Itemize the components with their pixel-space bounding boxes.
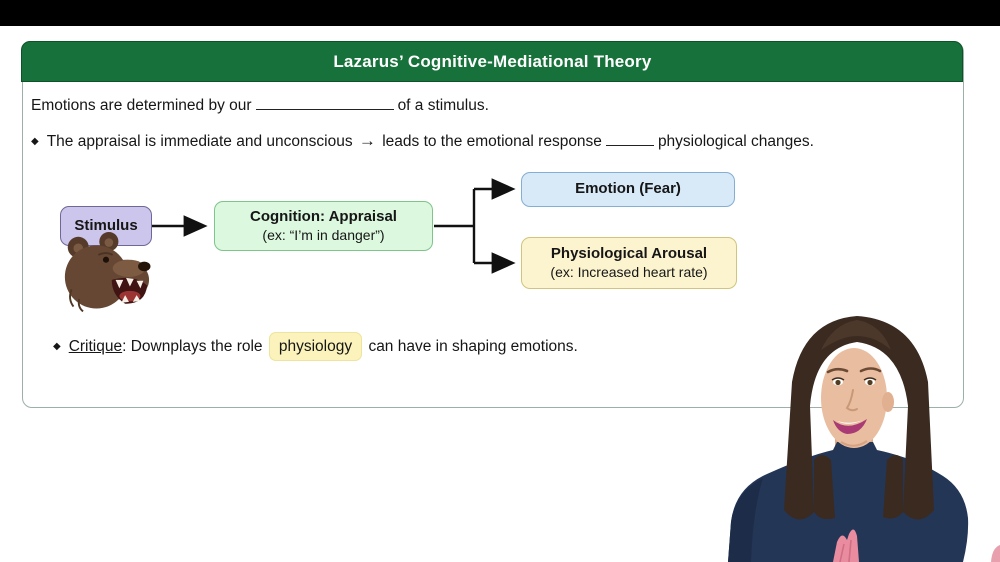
slide-header: Lazarus’ Cognitive-Mediational Theory (21, 41, 964, 83)
bullet-post: physiological changes. (657, 133, 814, 150)
critique-line: ◆ Critique: Downplays the role physiology… (53, 332, 578, 361)
critique-label: Critique (68, 338, 123, 355)
arousal-title: Physiological Arousal (550, 244, 708, 262)
emotion-box: Emotion (Fear) (521, 172, 735, 207)
intro-line: Emotions are determined by our of a stimu… (31, 95, 489, 115)
bear-icon (64, 232, 151, 313)
bullet-mid: leads to the emotional response (382, 133, 602, 150)
right-arrow-glyph: → (358, 131, 376, 150)
bullet-pre: The appraisal is immediate and unconscio… (46, 133, 353, 150)
emotion-label: Emotion (Fear) (575, 180, 681, 198)
physiological-arousal-box: Physiological Arousal (ex: Increased hea… (521, 237, 737, 289)
slide-panel: Lazarus’ Cognitive-Mediational Theory Em… (21, 41, 964, 408)
arousal-example: (ex: Increased heart rate) (550, 263, 708, 280)
critique-diamond-icon: ◆ (53, 341, 61, 352)
critique-highlight: physiology (268, 332, 363, 361)
cognition-example: (ex: “I’m in danger”) (262, 226, 385, 243)
bullet-blank (605, 131, 654, 146)
intro-pre: Emotions are determined by our (31, 97, 252, 114)
critique-pre: : Downplays the role (122, 338, 263, 355)
bullet-diamond-icon: ◆ (31, 136, 39, 147)
critique-post: can have in shaping emotions. (368, 338, 578, 355)
stimulus-label: Stimulus (74, 216, 138, 234)
slide-title: Lazarus’ Cognitive-Mediational Theory (333, 51, 652, 71)
cognition-title: Cognition: Appraisal (250, 207, 397, 225)
bullet-line: ◆ The appraisal is immediate and unconsci… (31, 131, 814, 151)
intro-post: of a stimulus. (397, 97, 489, 114)
letterbox-top (0, 0, 1000, 26)
intro-blank (255, 95, 394, 110)
presenter-person (728, 316, 1000, 562)
cognition-appraisal-box: Cognition: Appraisal (ex: “I’m in danger… (214, 201, 433, 251)
